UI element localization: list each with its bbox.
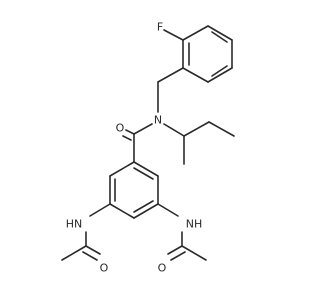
central-benzene-ring — [109, 161, 159, 219]
left-acetyl-oxygen-label: O — [100, 262, 109, 275]
ring-nh-bond — [89, 203, 111, 217]
ring-double-bond — [133, 167, 154, 180]
right-nh-label: NH — [186, 218, 203, 231]
carbonyl-double-bond — [125, 129, 135, 135]
acetyl-c-o-bond — [167, 245, 183, 255]
ring-bond — [109, 161, 135, 177]
ring-bond — [133, 161, 159, 177]
acetyl-c-o-bond — [85, 245, 101, 255]
ring-nh-bond — [157, 203, 179, 217]
ring-bond — [207, 67, 233, 83]
ring-double-bond — [211, 65, 228, 77]
secbutyl-bond — [183, 121, 210, 137]
secbutyl-bond — [208, 121, 235, 137]
acetyl-methyl-bond — [61, 245, 87, 261]
structure-diagram: F O N HN NH O O — [61, 21, 235, 275]
ring-double-bond — [133, 200, 154, 213]
amide-nitrogen-label: N — [154, 114, 162, 127]
ring-double-bond — [211, 31, 228, 43]
ring-ch2-bond — [157, 67, 184, 83]
ring-bond — [182, 25, 209, 41]
ring-bond — [133, 203, 159, 219]
fluorine-label: F — [157, 21, 163, 34]
ring-bond — [109, 203, 135, 219]
n-secbutyl-bond — [163, 123, 185, 137]
acetyl-c-o-double — [82, 251, 98, 261]
c-f-bond — [163, 29, 184, 41]
ring-bond — [182, 67, 209, 83]
amide-oxygen-label: O — [116, 122, 125, 135]
ring-bond — [207, 25, 233, 41]
n-carbonyl-bond — [133, 123, 153, 135]
acetyl-c-o-double — [170, 251, 186, 261]
acetyl-methyl-bond — [181, 245, 207, 261]
molecule-canvas: F O N HN NH O O — [61, 21, 235, 275]
right-acetyl-oxygen-label: O — [158, 262, 167, 275]
carbonyl-double-bond — [122, 135, 132, 141]
left-nh-label: HN — [66, 218, 83, 231]
fluorophenyl-ring — [182, 25, 233, 83]
